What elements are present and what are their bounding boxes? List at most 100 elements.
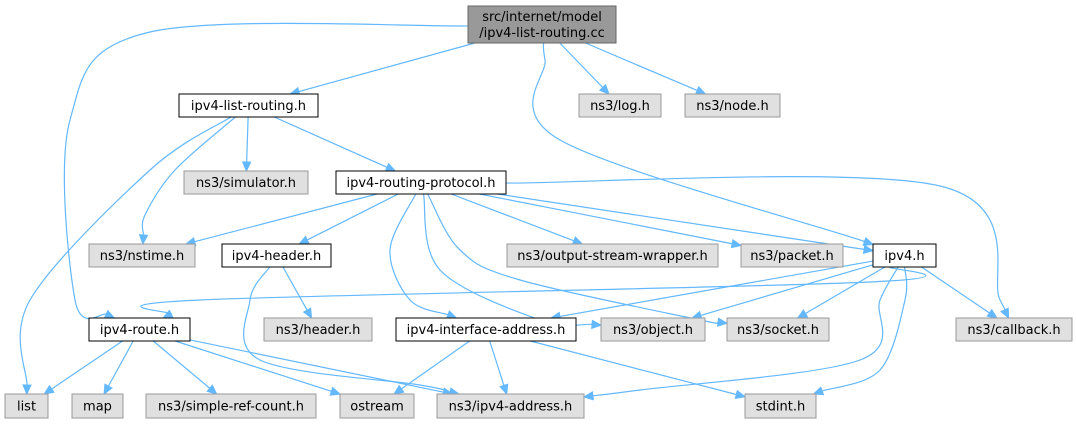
edge-ipv4_routing_protocol_h-to-ipv4_h xyxy=(497,193,865,250)
edge-arrowhead xyxy=(138,234,149,246)
edge-ipv4_list_routing_h-to-nstime_h xyxy=(141,116,236,236)
node-label: ns3/header.h xyxy=(276,323,361,338)
node-box xyxy=(178,93,319,118)
edge-ipv4_interface_address_h-to-ipv4_address_h xyxy=(489,340,505,386)
edge-root-to-ipv4_route_h xyxy=(63,22,469,320)
node-box xyxy=(221,243,332,268)
edges-layer xyxy=(19,22,1010,401)
edge-arrowhead xyxy=(1000,307,1010,320)
node-ipv4-interface-address-h[interactable]: ipv4-interface-address.h xyxy=(395,317,577,342)
node-root[interactable]: src/internet/model/ipv4-list-routing.cc xyxy=(467,5,617,44)
edge-arrowhead xyxy=(384,162,397,172)
node-header-h: ns3/header.h xyxy=(263,317,373,342)
node-label: ns3/log.h xyxy=(590,99,650,114)
edge-ipv4_h-to-ipv4_address_h xyxy=(592,266,899,397)
node-map: map xyxy=(71,393,124,419)
node-label: ipv4-interface-address.h xyxy=(407,323,566,338)
node-box xyxy=(4,393,49,419)
node-label: ipv4-routing-protocol.h xyxy=(346,176,495,191)
edge-arrowhead xyxy=(734,389,747,400)
edge-ipv4_routing_protocol_h-to-nstime_h xyxy=(194,193,378,243)
edge-arrowhead xyxy=(694,85,707,95)
edge-ipv4_routing_protocol_h-to-ipv4_header_h xyxy=(307,193,399,241)
node-box xyxy=(88,317,191,342)
edge-arrowhead xyxy=(598,83,610,95)
node-simulator-h: ns3/simulator.h xyxy=(183,170,309,195)
node-packet-h: ns3/packet.h xyxy=(740,243,844,268)
node-box xyxy=(71,393,124,419)
node-box xyxy=(600,317,706,342)
edge-arrowhead xyxy=(716,317,729,327)
node-ipv4-route-h[interactable]: ipv4-route.h xyxy=(88,317,191,342)
edge-root-to-node_h xyxy=(585,42,698,92)
edge-arrowhead xyxy=(393,384,405,395)
edge-arrowhead xyxy=(241,161,252,173)
edge-ipv4_h-to-ipv4_interface_address_h xyxy=(559,260,874,318)
node-ipv4-list-routing-h[interactable]: ipv4-list-routing.h xyxy=(178,93,319,118)
edge-ipv4_route_h-to-simple_ref_count_h xyxy=(152,340,211,389)
node-box xyxy=(744,393,817,419)
edge-arrowhead xyxy=(986,308,999,319)
edge-ipv4_list_routing_h-to-simulator_h xyxy=(246,116,249,163)
edge-arrowhead xyxy=(812,386,825,396)
edge-ipv4_h-to-stdint_h xyxy=(821,266,908,392)
node-label: ipv4-header.h xyxy=(232,249,322,264)
edge-ipv4_h-to-object_h xyxy=(700,264,874,317)
edge-arrowhead xyxy=(103,383,113,396)
node-label: stdint.h xyxy=(756,400,805,415)
edge-arrowhead xyxy=(571,236,584,246)
edge-arrowhead xyxy=(862,244,875,255)
node-box xyxy=(726,317,830,342)
node-ostream: ostream xyxy=(339,393,415,419)
edge-root-to-log_h xyxy=(559,42,604,88)
node-label: ns3/output-stream-wrapper.h xyxy=(517,249,707,264)
node-box xyxy=(395,317,577,342)
edge-root-to-ipv4_list_routing_h xyxy=(298,42,476,93)
edge-ipv4_routing_protocol_h-to-ipv4_interface_address_h xyxy=(389,193,449,316)
node-label: ns3/socket.h xyxy=(737,323,819,338)
node-ipv4-routing-protocol-h[interactable]: ipv4-routing-protocol.h xyxy=(335,170,507,195)
node-box xyxy=(183,170,309,195)
node-simple-ref-count-h: ns3/simple-ref-count.h xyxy=(145,393,317,419)
node-box xyxy=(88,243,196,268)
edge-ipv4_interface_address_h-to-stdint_h xyxy=(530,340,737,396)
node-log-h: ns3/log.h xyxy=(578,93,662,118)
node-label: ns3/simulator.h xyxy=(196,176,296,191)
edge-arrowhead xyxy=(302,307,313,320)
edge-ipv4_header_h-to-header_h xyxy=(282,266,308,311)
node-label: ns3/simple-ref-count.h xyxy=(158,400,304,415)
node-label: ns3/callback.h xyxy=(967,323,1060,338)
node-box xyxy=(335,170,507,195)
node-box xyxy=(872,243,937,268)
node-label: ipv4-list-routing.h xyxy=(191,99,306,114)
node-box xyxy=(145,393,317,419)
node-node-h: ns3/node.h xyxy=(684,93,781,118)
edge-arrowhead xyxy=(499,383,509,396)
node-label: ns3/node.h xyxy=(696,99,768,114)
node-box xyxy=(955,317,1073,342)
node-callback-h: ns3/callback.h xyxy=(955,317,1073,342)
node-label: list xyxy=(17,400,36,415)
edge-root-to-ipv4_h xyxy=(532,42,885,249)
edge-ipv4_list_routing_h-to-ipv4_routing_protocol_h xyxy=(274,116,388,168)
node-box xyxy=(263,317,373,342)
edge-ipv4_routing_protocol_h-to-callback_h xyxy=(505,176,1007,313)
node-box xyxy=(684,93,781,118)
edge-arrowhead xyxy=(862,236,875,246)
edge-arrowhead xyxy=(796,309,809,319)
node-label: ipv4-route.h xyxy=(100,323,179,338)
node-ipv4-address-h: ns3/ipv4-address.h xyxy=(436,393,585,419)
node-ipv4-h[interactable]: ipv4.h xyxy=(872,243,937,268)
node-nstime-h: ns3/nstime.h xyxy=(88,243,196,268)
node-ipv4-header-h[interactable]: ipv4-header.h xyxy=(221,243,332,268)
node-label: ns3/packet.h xyxy=(750,249,834,264)
edge-arrowhead xyxy=(43,384,55,395)
edge-arrowhead xyxy=(206,384,218,395)
node-box xyxy=(506,243,719,268)
node-object-h: ns3/object.h xyxy=(600,317,706,342)
edge-ipv4_route_h-to-ostream xyxy=(175,340,332,392)
nodes-layer: src/internet/model/ipv4-list-routing.cc i… xyxy=(4,5,1073,419)
edge-ipv4_routing_protocol_h-to-socket_h xyxy=(427,193,721,325)
node-label: map xyxy=(83,400,112,415)
node-label: ns3/object.h xyxy=(613,323,693,338)
